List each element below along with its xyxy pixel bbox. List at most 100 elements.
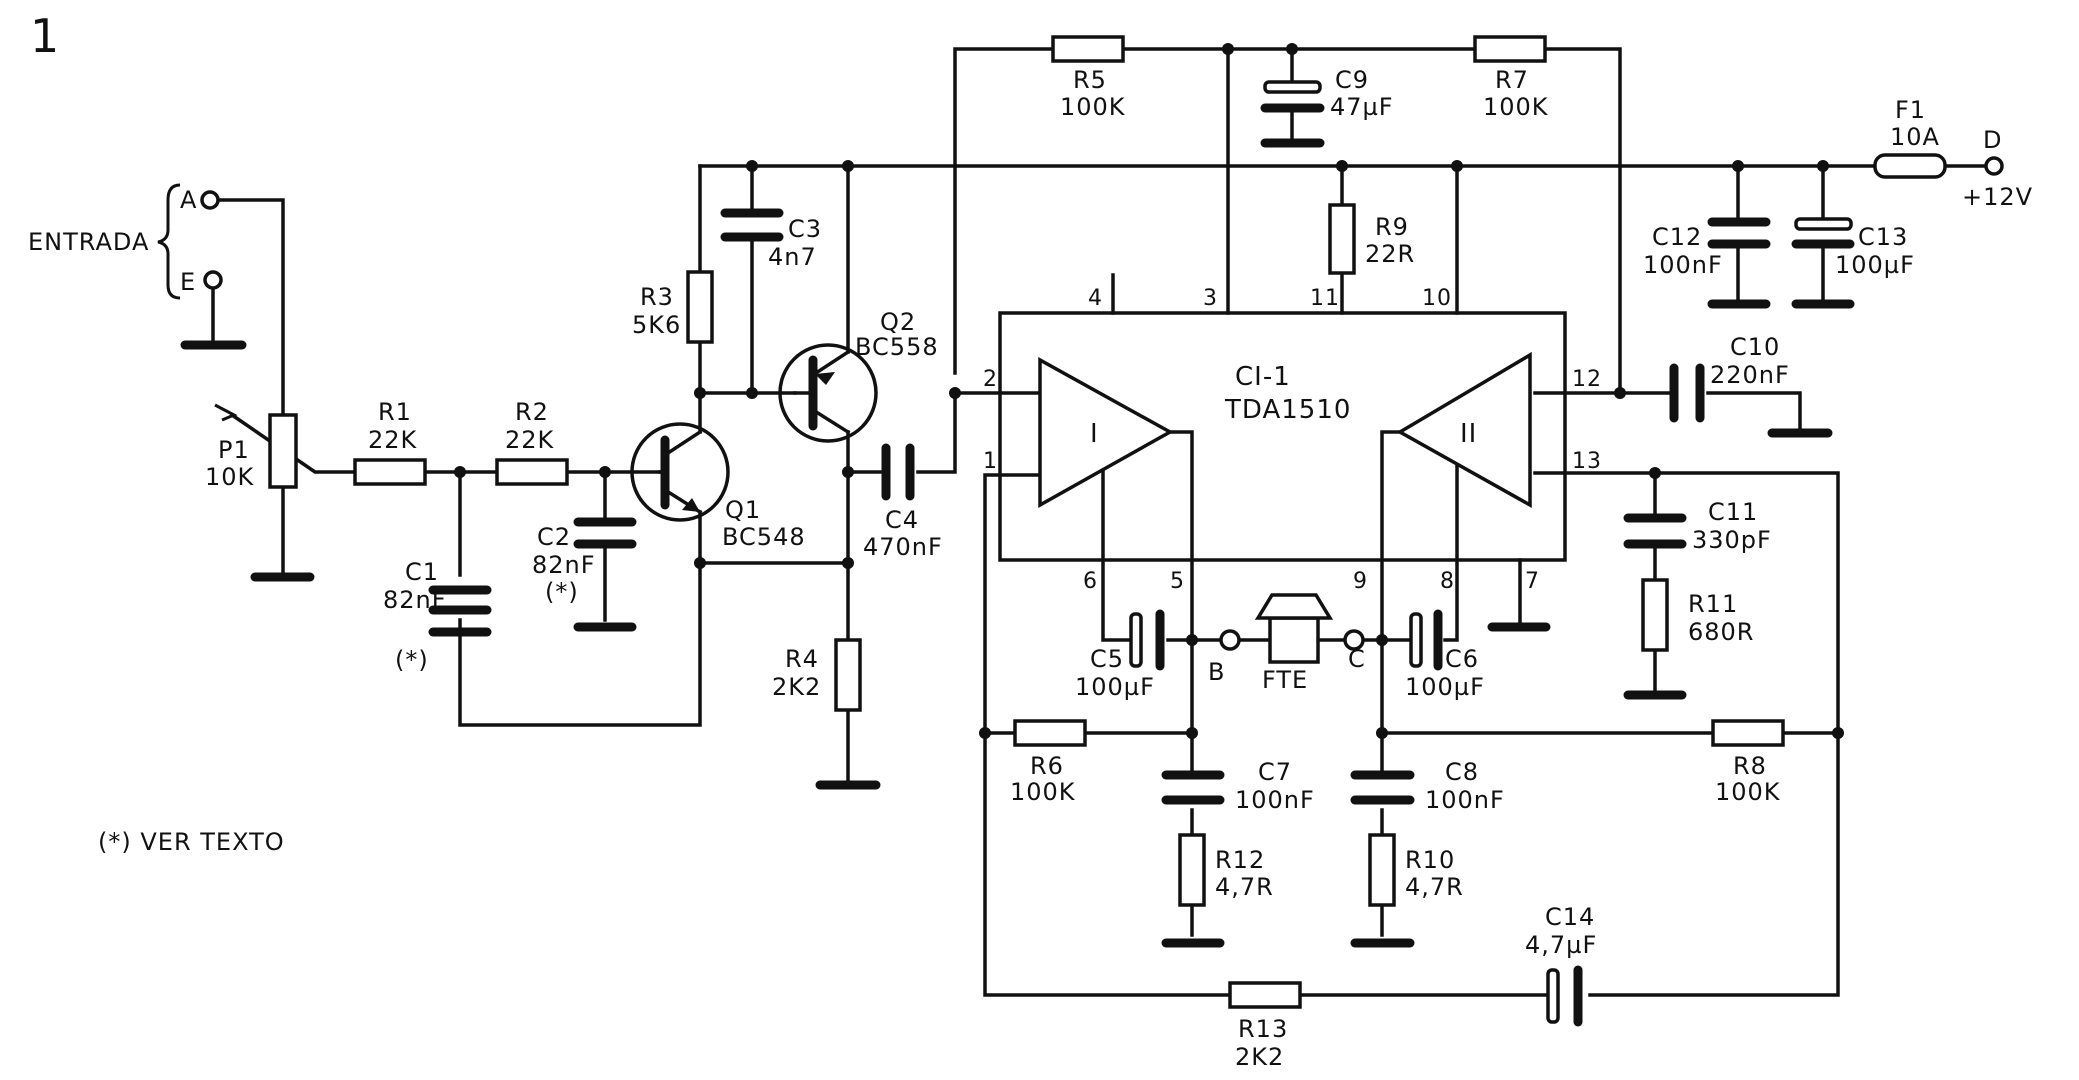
c3-ref: C3 xyxy=(788,215,822,243)
resistor-r13 xyxy=(1228,981,1302,1009)
capacitor-c9 xyxy=(1263,80,1322,94)
figure-number: 1 xyxy=(30,9,60,63)
c7-ref: C7 xyxy=(1258,758,1292,786)
ic-ref: CI-1 xyxy=(1235,362,1291,392)
c4-value: 470nF xyxy=(863,533,943,561)
entrada-label: ENTRADA xyxy=(28,228,149,256)
resistors xyxy=(214,35,1947,1009)
speaker-icon: B FTE C xyxy=(1208,593,1365,694)
r7-value: 100K xyxy=(1483,93,1549,121)
c12-value: 100nF xyxy=(1643,251,1723,279)
pin-11: 11 xyxy=(1310,286,1340,311)
pin-5: 5 xyxy=(1170,569,1185,594)
r12-ref: R12 xyxy=(1215,846,1265,874)
fuse-f1 xyxy=(1873,153,1947,179)
resistor-r7 xyxy=(1473,35,1547,63)
c1-value: 82nF xyxy=(383,586,447,614)
note-ver-texto: (*) VER TEXTO xyxy=(98,828,285,856)
resistor-r1 xyxy=(353,458,427,486)
speaker-label: FTE xyxy=(1262,666,1308,694)
pin-13: 13 xyxy=(1572,449,1602,474)
c1-ref: C1 xyxy=(405,558,439,586)
c2-mark: (*) xyxy=(545,578,579,606)
c6-ref: C6 xyxy=(1445,645,1479,673)
component-labels: P1 10K R1 22K R2 22K R3 5K6 R4 2K2 R5 10… xyxy=(205,66,1940,1071)
r11-ref: R11 xyxy=(1688,590,1738,618)
r4-value: 2K2 xyxy=(772,673,821,701)
c1-mark: (*) xyxy=(395,646,429,674)
transistor-q1 xyxy=(630,422,730,565)
supply-voltage-label: +12V xyxy=(1962,183,2033,211)
r13-value: 2K2 xyxy=(1235,1043,1284,1071)
q1-ref: Q1 xyxy=(725,496,761,524)
r7-ref: R7 xyxy=(1495,66,1529,94)
c2-ref: C2 xyxy=(537,523,571,551)
r1-value: 22K xyxy=(368,426,418,454)
resistor-r11 xyxy=(1641,578,1669,652)
c12-ref: C12 xyxy=(1652,223,1702,251)
pin-4: 4 xyxy=(1088,286,1103,311)
c14-ref: C14 xyxy=(1545,903,1595,931)
junction-dots xyxy=(454,43,1844,739)
capacitor-c6 xyxy=(1409,612,1423,668)
c5-ref: C5 xyxy=(1090,645,1124,673)
ic-tda1510: CI-1 TDA1510 I II 2 1 4 3 11 10 12 13 6 … xyxy=(983,286,1602,594)
r12-value: 4,7R xyxy=(1215,873,1274,901)
pin-9: 9 xyxy=(1353,569,1368,594)
p1-value: 10K xyxy=(205,463,255,491)
ground-symbols xyxy=(180,138,1855,948)
c8-value: 100nF xyxy=(1425,786,1505,814)
r5-ref: R5 xyxy=(1073,66,1107,94)
capacitor-c5 xyxy=(1129,612,1143,668)
capacitor-c13 xyxy=(1794,217,1853,231)
ic-type: TDA1510 xyxy=(1224,395,1351,425)
resistor-r2 xyxy=(495,458,569,486)
c11-value: 330pF xyxy=(1692,526,1772,554)
pin-10: 10 xyxy=(1422,286,1452,311)
c10-value: 220nF xyxy=(1710,361,1790,389)
c9-value: 47µF xyxy=(1330,93,1394,121)
pin-3: 3 xyxy=(1203,286,1218,311)
c8-ref: C8 xyxy=(1445,758,1479,786)
terminal-d-label: D xyxy=(1983,126,2002,154)
resistor-r5 xyxy=(1051,35,1125,63)
resistor-r4 xyxy=(834,638,862,712)
pin-6: 6 xyxy=(1083,569,1098,594)
amp-i-label: I xyxy=(1090,419,1099,449)
r3-value: 5K6 xyxy=(632,311,681,339)
q2-ref: Q2 xyxy=(880,308,916,336)
r6-value: 100K xyxy=(1010,778,1076,806)
r8-ref: R8 xyxy=(1733,752,1767,780)
c4-ref: C4 xyxy=(885,506,919,534)
resistor-r8 xyxy=(1711,719,1785,747)
c13-value: 100µF xyxy=(1835,251,1915,279)
c2-value: 82nF xyxy=(532,551,596,579)
c11-ref: C11 xyxy=(1708,498,1758,526)
c14-value: 4,7µF xyxy=(1525,931,1597,959)
pin-12: 12 xyxy=(1572,367,1602,392)
r2-value: 22K xyxy=(505,426,555,454)
r5-value: 100K xyxy=(1060,93,1126,121)
pin-8: 8 xyxy=(1440,569,1455,594)
capacitors xyxy=(428,80,1855,1027)
r3-ref: R3 xyxy=(640,283,674,311)
r10-ref: R10 xyxy=(1405,846,1455,874)
r13-ref: R13 xyxy=(1238,1015,1288,1043)
r1-ref: R1 xyxy=(378,398,412,426)
supply-terminal: D +12V xyxy=(1962,126,2033,211)
p1-ref: P1 xyxy=(218,436,250,464)
terminal-a-label: A xyxy=(180,186,197,214)
capacitor-c14 xyxy=(1546,968,1560,1024)
c6-value: 100µF xyxy=(1405,673,1485,701)
terminal-e-label: E xyxy=(180,268,196,296)
r9-value: 22R xyxy=(1365,240,1415,268)
input-terminals: ENTRADA A E xyxy=(28,183,223,300)
f1-value: 10A xyxy=(1890,123,1940,151)
c7-value: 100nF xyxy=(1235,786,1315,814)
q2-value: BC558 xyxy=(855,333,939,361)
resistor-r9 xyxy=(1328,203,1356,275)
r8-value: 100K xyxy=(1715,778,1781,806)
pin-2: 2 xyxy=(983,367,998,392)
c10-ref: C10 xyxy=(1730,333,1780,361)
